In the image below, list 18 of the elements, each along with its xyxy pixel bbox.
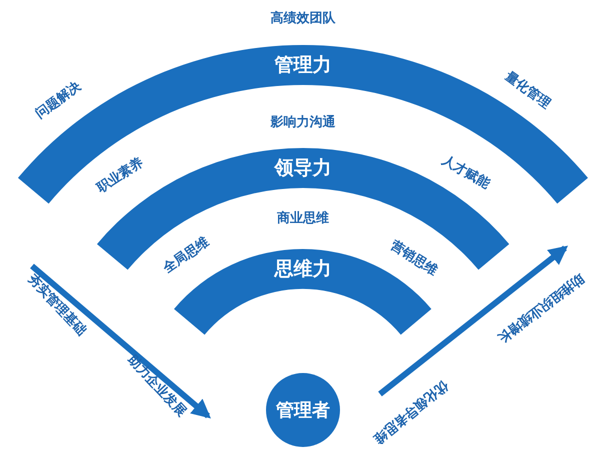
skill-label: 营销思维: [387, 237, 441, 280]
circle-label: 管理者: [276, 399, 330, 422]
arrow-caption: 夯实管理基础: [24, 270, 90, 340]
band-title: 管理力: [274, 53, 332, 78]
arrow-caption: 助推组织业绩增长: [494, 270, 588, 346]
skill-label: 问题解决: [32, 78, 84, 123]
band-title: 思维力: [274, 257, 332, 282]
skill-label: 商业思维: [277, 210, 329, 227]
skill-label: 高绩效团队: [270, 10, 336, 27]
skill-label: 量化管理: [502, 68, 554, 113]
skill-label: 全局思维: [160, 233, 212, 278]
skill-label: 人才赋能: [438, 152, 494, 193]
arc-band: [16, 43, 590, 206]
band-title: 领导力: [274, 156, 332, 181]
arrow-caption: 助力企业发展: [124, 352, 190, 421]
arrow-caption: 优化领导者思维: [370, 376, 452, 448]
skill-label: 职业素养: [93, 154, 147, 197]
skill-label: 影响力沟通: [270, 114, 336, 131]
